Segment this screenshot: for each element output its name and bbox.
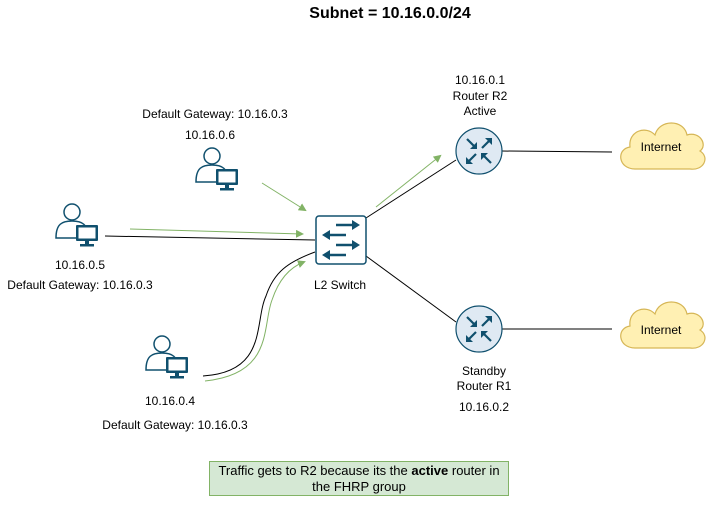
- router-r2-icon: [454, 126, 504, 176]
- flow-arrow-host4: [204, 260, 306, 382]
- host6-ip-label: 10.16.0.6: [184, 128, 236, 142]
- router-r2-role: Active: [463, 104, 497, 118]
- user-computer-icon: [195, 147, 239, 192]
- flow-arrow-host5: [129, 228, 304, 238]
- user-computer-icon: [55, 203, 99, 248]
- host4-ip-label: 10.16.0.4: [144, 394, 196, 408]
- cloud-bottom-label: Internet: [641, 323, 682, 337]
- note-box: Traffic gets to R2 because its the activ…: [209, 461, 509, 496]
- switch-icon: [315, 215, 367, 265]
- switch-label: L2 Switch: [313, 278, 367, 292]
- link-switch-r2: [365, 159, 457, 219]
- flow-arrow-to-r2: [375, 154, 442, 208]
- link-r2-internet: [501, 150, 613, 153]
- router-r1-role: Standby: [461, 364, 507, 378]
- host5-gateway-label: Default Gateway: 10.16.0.3: [7, 278, 153, 292]
- note-text-before: Traffic gets to R2 because its the: [218, 463, 412, 478]
- cloud-top-label: Internet: [641, 140, 682, 154]
- link-host4-switch: [202, 251, 316, 377]
- router-r1-icon: [454, 304, 504, 354]
- router-r1-ip: 10.16.0.2: [458, 400, 510, 414]
- flow-arrow-host6: [261, 182, 307, 212]
- host6-gateway-label: Default Gateway: 10.16.0.3: [142, 107, 288, 121]
- note-text-bold: active: [411, 463, 449, 478]
- diagram-title: Subnet = 10.16.0.0/24: [309, 5, 471, 22]
- router-r2-name: Router R2: [452, 89, 508, 103]
- router-r2-ip: 10.16.0.1: [454, 73, 506, 87]
- user-computer-icon: [145, 335, 189, 380]
- link-switch-r1: [365, 255, 457, 323]
- host5-ip-label: 10.16.0.5: [54, 258, 106, 272]
- note-text-after: router in the FHRP group: [312, 463, 500, 494]
- host4-gateway-label: Default Gateway: 10.16.0.3: [102, 418, 248, 432]
- router-r1-name: Router R1: [456, 379, 512, 393]
- link-host5-switch: [104, 235, 316, 241]
